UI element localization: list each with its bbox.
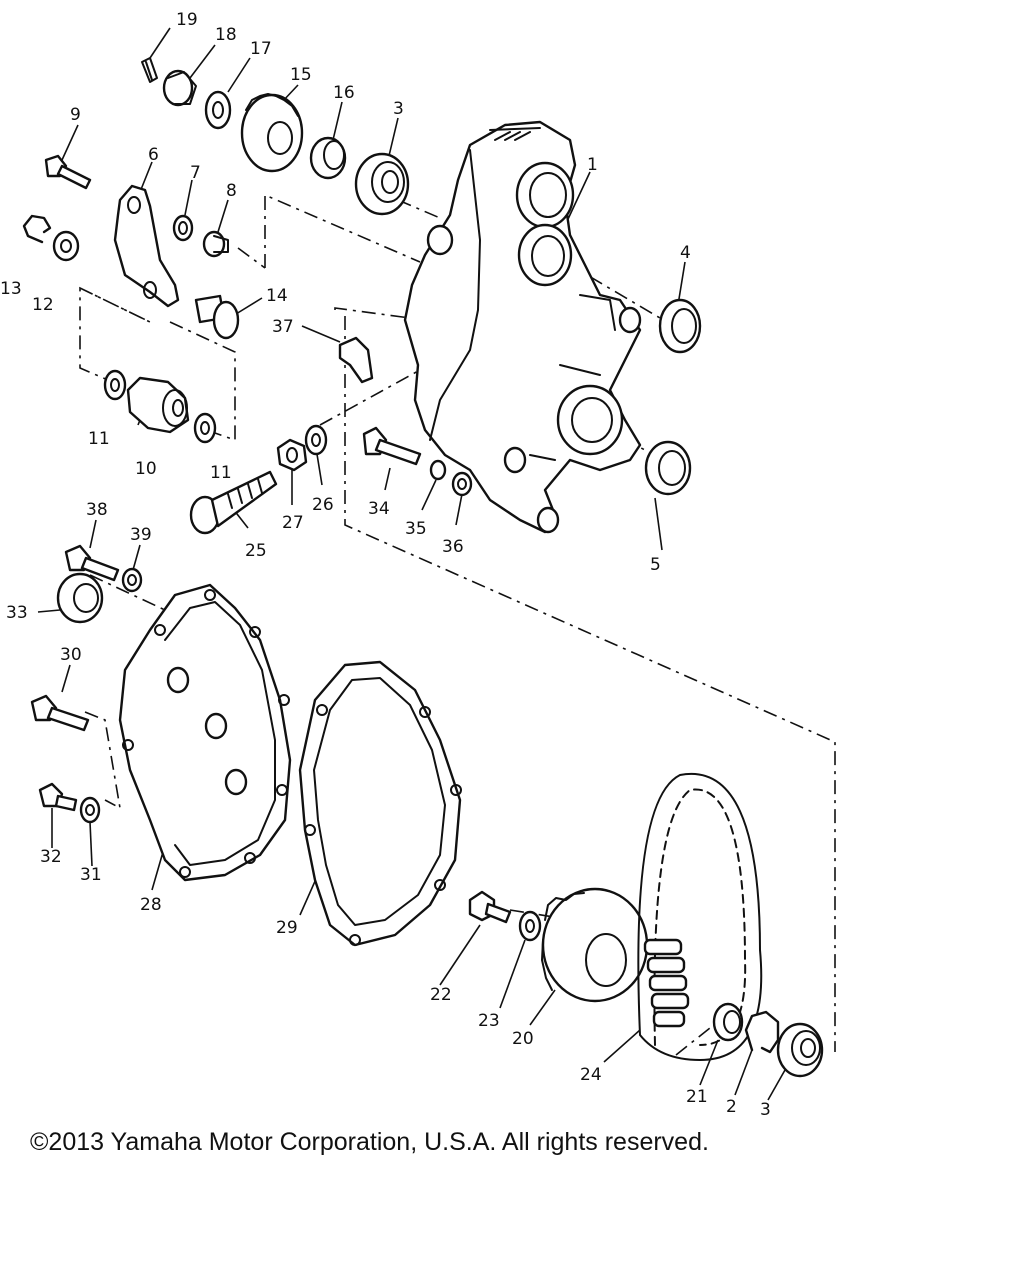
- chain-case-1: [403, 120, 642, 534]
- callout-19: 19: [176, 10, 198, 30]
- bolt-38: [64, 544, 120, 582]
- washer-23: [518, 910, 542, 942]
- callout-30: 30: [60, 645, 82, 665]
- bolt-30: [30, 694, 90, 732]
- seal-5: [644, 440, 692, 496]
- callout-37: 37: [272, 317, 294, 337]
- callout-18: 18: [215, 25, 237, 45]
- callout-39: 39: [130, 525, 152, 545]
- circlip-2: [744, 1010, 780, 1054]
- callout-36: 36: [442, 537, 464, 557]
- exploded-parts-diagram: 19 18 17 15 16 3 9 6 7 8 1 13 12 14 4 37…: [0, 10, 836, 1120]
- callout-20: 20: [512, 1029, 534, 1049]
- washer-12: [52, 230, 80, 262]
- callout-11-right: 11: [210, 463, 232, 483]
- callout-11-left: 11: [88, 429, 110, 449]
- grease-nipple-37: [338, 336, 374, 384]
- collar-21: [712, 1002, 744, 1042]
- callout-27: 27: [282, 513, 304, 533]
- washer-35: [429, 459, 447, 481]
- idler-bearing-10: [126, 376, 190, 434]
- callout-31: 31: [80, 865, 102, 885]
- washer-7: [172, 214, 194, 242]
- seal-33: [56, 572, 104, 624]
- callout-17: 17: [250, 39, 272, 59]
- callout-38: 38: [86, 500, 108, 520]
- washer-36: [451, 471, 473, 497]
- nut-18: [162, 69, 197, 107]
- callout-1: 1: [587, 155, 598, 175]
- bolt-25: [189, 470, 278, 535]
- seal-4: [658, 298, 702, 354]
- collar-8: [202, 230, 229, 258]
- callout-5: 5: [650, 555, 661, 575]
- bolt-9: [44, 154, 92, 190]
- washer-39: [121, 567, 143, 593]
- callout-12: 12: [32, 295, 54, 315]
- callout-3-bottom: 3: [760, 1100, 771, 1120]
- copyright-notice: ©2013 Yamaha Motor Corporation, U.S.A. A…: [30, 1128, 709, 1156]
- shaft-14: [194, 294, 240, 340]
- callout-25: 25: [245, 541, 267, 561]
- callout-22: 22: [430, 985, 452, 1005]
- callout-32: 32: [40, 847, 62, 867]
- callout-23: 23: [478, 1011, 500, 1031]
- cotter-pin-19: [141, 57, 158, 83]
- callout-34: 34: [368, 499, 390, 519]
- sprocket-15: [240, 93, 304, 173]
- bolt-34: [362, 426, 422, 466]
- callout-15: 15: [290, 65, 312, 85]
- callout-numbers: 19 18 17 15 16 3 9 6 7 8 1 13 12 14 4 37…: [0, 10, 771, 1120]
- bolt-32: [38, 782, 78, 812]
- chain-links: [643, 938, 690, 1028]
- callout-24: 24: [580, 1065, 602, 1085]
- callout-35: 35: [405, 519, 427, 539]
- nut-27: [276, 438, 308, 472]
- bearing-3-top: [354, 152, 410, 216]
- washer-26: [304, 424, 328, 456]
- callout-33: 33: [6, 603, 28, 623]
- callout-2: 2: [726, 1097, 737, 1117]
- callout-4: 4: [680, 243, 691, 263]
- callout-21: 21: [686, 1087, 708, 1107]
- callout-26: 26: [312, 495, 334, 515]
- collar-16: [309, 136, 347, 180]
- callout-3-top: 3: [393, 99, 404, 119]
- callout-10: 10: [135, 459, 157, 479]
- washer-11-left: [103, 369, 127, 401]
- washer-11-right: [193, 412, 217, 444]
- bearing-3-bottom: [776, 1022, 824, 1078]
- leader-lines: [37, 27, 786, 1101]
- cover-28: [118, 583, 292, 882]
- washer-17: [204, 90, 232, 130]
- callout-16: 16: [333, 83, 355, 103]
- callout-14: 14: [266, 286, 288, 306]
- sprocket-20: [541, 887, 649, 1003]
- callout-9: 9: [70, 105, 81, 125]
- bracket-6: [113, 184, 180, 308]
- gasket-29: [298, 660, 462, 947]
- callout-29: 29: [276, 918, 298, 938]
- chain-24: [637, 772, 763, 1061]
- callout-28: 28: [140, 895, 162, 915]
- bolt-22: [468, 890, 512, 924]
- callout-8: 8: [226, 181, 237, 201]
- callout-6: 6: [148, 145, 159, 165]
- callout-7: 7: [190, 163, 201, 183]
- callout-13: 13: [0, 279, 22, 299]
- washer-31: [79, 796, 101, 824]
- clip-13: [22, 214, 52, 244]
